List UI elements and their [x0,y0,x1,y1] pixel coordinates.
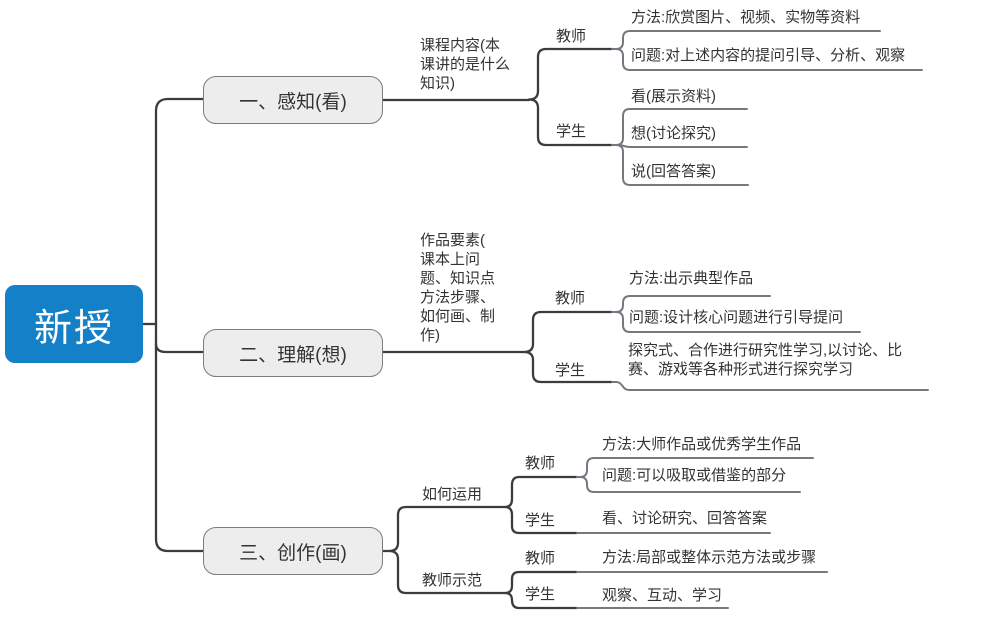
branch3-demo-student-activity[interactable]: 观察、互动、学习 [602,587,723,604]
branch2-topic[interactable]: 二、理解(想) [203,329,383,377]
branch1-topic[interactable]: 一、感知(看) [203,76,383,124]
branch2-teacher-method[interactable]: 方法:出示典型作品 [629,270,754,287]
underline-b1-student-say [611,144,749,186]
branch3-apply-teacher-question[interactable]: 问题:可以吸取或借鉴的部分 [602,467,787,484]
branch2-subtopic-work-elements[interactable]: 作品要素( 课本上问 题、知识点 方法步骤、 如何画、制 作) [420,232,496,344]
underline-b3-apply-teacher-question [576,476,801,493]
branch3-apply-student-label[interactable]: 学生 [525,512,556,529]
branch2-student-activity[interactable]: 探究式、合作进行研究性学习,以讨论、比 赛、游戏等各种形式进行探究学习 [628,342,903,378]
underline-b1-teacher-question [611,48,923,71]
branch1-teacher-question[interactable]: 问题:对上述内容的提问引导、分析、观察 [631,47,906,64]
connector-branch3-apply-fork [503,475,579,535]
root-topic[interactable]: 新授 [5,285,143,363]
branch2-teacher-question[interactable]: 问题:设计核心问题进行引导提问 [629,309,844,326]
underline-b2-student-activity [611,381,929,391]
connector-branch2-link [154,342,205,354]
branch3-apply-teacher-label[interactable]: 教师 [525,455,556,472]
connector-branch1-fork [527,47,614,147]
connector-trunk [154,97,205,553]
branch3-subtopic-apply[interactable]: 如何运用 [422,486,483,503]
branch3-apply-teacher-method[interactable]: 方法:大师作品或优秀学生作品 [602,436,802,453]
branch1-subtopic-course-content[interactable]: 课程内容(本 课讲的是什么 知识) [420,37,511,92]
branch1-teacher-method[interactable]: 方法:欣赏图片、视频、实物等资料 [631,9,861,26]
branch2-student-label[interactable]: 学生 [555,362,586,379]
branch3-subtopic-demo[interactable]: 教师示范 [422,572,483,589]
branch1-student-label[interactable]: 学生 [556,123,587,140]
underline-b2-teacher-question [611,311,861,333]
branch1-teacher-label[interactable]: 教师 [556,28,587,45]
branch3-demo-teacher-label[interactable]: 教师 [525,550,556,567]
branch1-student-say[interactable]: 说(回答答案) [631,163,716,180]
branch1-student-look[interactable]: 看(展示资料) [631,88,716,105]
branch1-student-think[interactable]: 想(讨论探究) [631,125,716,142]
connector-branch2-fork [522,310,614,384]
branch3-topic[interactable]: 三、创作(画) [203,527,383,575]
branch2-teacher-label[interactable]: 教师 [555,290,586,307]
connector-branch3-demo-fork [503,570,579,610]
branch3-demo-student-label[interactable]: 学生 [525,586,556,603]
connector-branch3-fork [381,505,507,595]
branch3-apply-student-activity[interactable]: 看、讨论研究、回答答案 [602,510,768,527]
underline-b1-student-think [611,144,748,148]
branch3-demo-teacher-method[interactable]: 方法:局部或整体示范方法或步骤 [602,549,817,566]
